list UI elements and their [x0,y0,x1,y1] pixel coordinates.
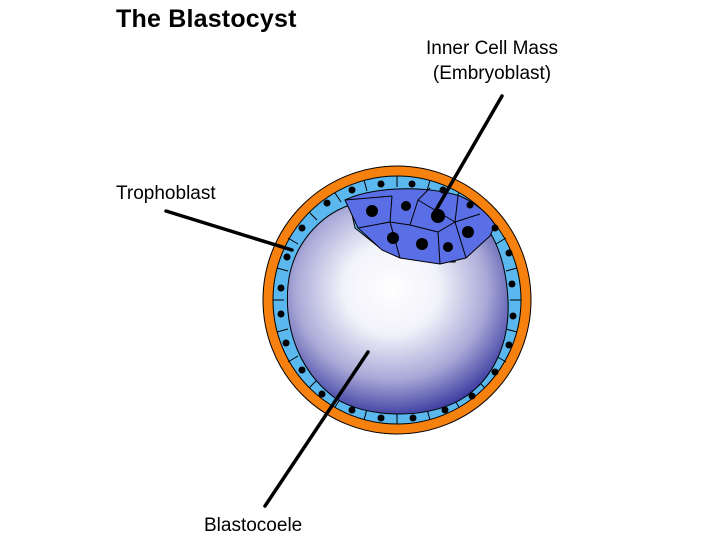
trophoblast-leader-line [164,209,294,252]
blastocoele-leader-line [263,350,370,508]
blastocoele-label: Blastocoele [204,515,303,536]
inner-cell-mass-label-line2: (Embryoblast) [432,63,552,84]
inner-cell-mass-nuclei [366,201,474,252]
trophoblast-label: Trophoblast [116,183,216,204]
inner-cell-mass-label-line1: Inner Cell Mass [426,38,558,59]
leader-lines [164,94,504,508]
diagram-title: The Blastocyst [116,5,297,33]
inner-cell-mass-leader-line [434,94,504,212]
blastocoele-cavity [286,204,509,415]
inner-cell-mass-label: Inner Cell Mass (Embryoblast) [416,36,568,86]
inner-cell-mass [344,187,496,265]
inner-cell-mass-cell-borders [344,187,481,265]
